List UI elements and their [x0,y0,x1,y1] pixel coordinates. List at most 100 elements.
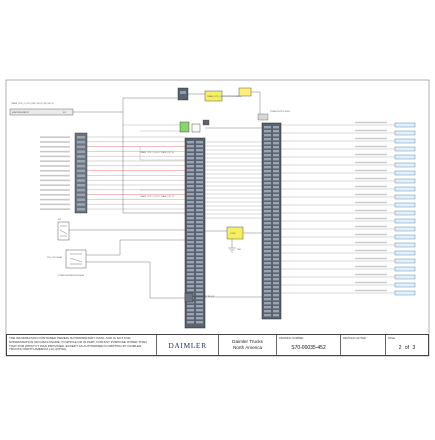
center-left-pin [196,165,203,168]
center-left-pin [196,161,203,164]
center-right-pin [264,274,271,277]
ignition-input-block: TRANS_CTRL_IO_ECU_PWR_SW_IN_IGN_SW_IN IG… [9,102,74,116]
center-right-pin [264,218,271,221]
center-left-pin [187,225,194,228]
center-left-pin [196,317,203,320]
center-left-pins [187,141,203,324]
center-right-pin [264,166,271,169]
right-terminal-text-bar [355,121,387,124]
center-left-connector [184,137,206,329]
center-left-pin [187,249,194,252]
center-right-pin [264,246,271,249]
left-pin [77,145,85,149]
center-left-pin [196,177,203,180]
center-right-pin [273,266,279,269]
center-left-pin [187,285,194,288]
left-row-text-bar [40,174,70,177]
center-right-pin [264,186,271,189]
center-right-pin [273,238,279,241]
center-right-pin [264,302,271,305]
center-left-pin [196,309,203,312]
left-connector-table [74,132,88,214]
center-left-pin [187,165,194,168]
center-left-pin [187,301,194,304]
center-left-pin [196,269,203,272]
center-right-pin [264,190,271,193]
center-right-pin [273,302,279,305]
left-pin [77,208,85,211]
center-right-pin [264,198,271,201]
left-pin [77,193,85,197]
left-row-text-bar [40,165,70,167]
center-left-pin [196,221,203,224]
center-right-pin [264,294,271,297]
center-right-pin [273,270,279,273]
drawing-number-label: DRAWING NUMBER [279,336,304,340]
left-pin [77,140,85,144]
center-left-pin [187,289,194,292]
right-terminal [394,202,416,208]
center-left-pin [187,141,194,144]
left-relay-label: PDU CTRL RELAY [47,256,63,259]
center-left-pin [187,277,194,280]
center-left-pin [196,305,203,308]
center-left-pin [196,189,203,192]
center-left-pin [187,281,194,284]
center-right-pin [273,170,279,173]
left-row-text-bar [40,170,70,172]
sheet-frame [5,79,430,357]
left-pin [77,179,85,182]
center-left-pin [187,309,194,312]
right-terminal-text-bar [355,273,387,276]
drawing-number: S70-00035-452 [291,345,326,351]
revision-label: REVISION LETTER [343,336,367,340]
mid-wire-b-label: TRANS_CTRL_IO_ECU_TRANS_OUT_B [140,195,174,198]
center-right-pin [264,270,271,273]
center-to-center-wires [139,127,262,219]
right-terminal [394,138,416,144]
center-right-pin [264,310,271,313]
page-current: 2 [398,345,402,351]
center-right-pin [273,174,279,177]
center-left-pin [196,277,203,280]
center-left-pin [196,289,203,292]
page-total: 3 [412,345,416,351]
center-left-pin [187,229,194,232]
ground-label: GND [237,249,242,251]
center-right-pin [273,150,279,153]
center-left-pin [196,285,203,288]
center-right-pin [264,202,271,205]
center-right-pin [264,154,271,157]
center-right-pin [264,178,271,181]
left-center-wire [122,112,185,214]
center-right-pin [273,206,279,209]
right-terminal-text-bar [355,225,387,228]
center-right-connector [261,122,282,320]
page-number: 2 of 3 [386,345,428,351]
center-left-pin [187,237,194,240]
center-left-pin [187,145,194,148]
left-row-text-bar [40,189,70,191]
left-row-text-bar [40,179,70,182]
right-terminal-text-bar [355,233,387,236]
right-terminal-text-bar [355,201,387,204]
center-right-pin [273,298,279,301]
left-pin [77,184,85,187]
right-terminal-text-bar [355,177,387,180]
center-right-pin [264,314,271,317]
center-left-pin [187,217,194,220]
disclaimer-text: THE INFORMATION CONTAINED HEREIN IS PROP… [7,335,157,355]
right-terminal [394,130,416,136]
right-terminal [394,242,416,248]
center-left-pin [187,305,194,308]
left-pin [77,203,85,206]
right-terminal-stack [281,121,416,296]
center-right-pin [264,298,271,301]
right-terminal [394,258,416,264]
center-left-pin [196,157,203,160]
center-left-pin [196,173,203,176]
center-right-pin [264,242,271,245]
page-label: PAGE [388,336,396,340]
center-right-pin [273,186,279,189]
center-left-pin [187,205,194,208]
